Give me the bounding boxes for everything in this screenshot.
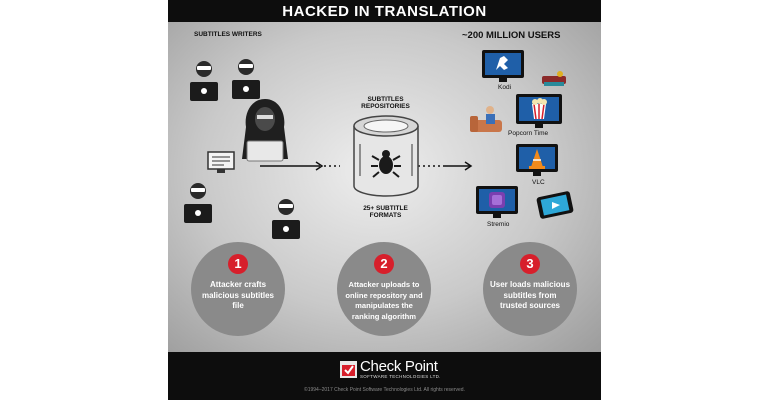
step-2-text: Attacker uploads to online repository an… bbox=[345, 280, 423, 321]
step-1-circle: 1 Attacker crafts malicious subtitles fi… bbox=[191, 242, 285, 336]
stremio-label: Stremio bbox=[487, 221, 510, 228]
footer-bar bbox=[168, 352, 601, 400]
users-label: ~200 MILLION USERS bbox=[462, 30, 561, 41]
kodi-tv-icon bbox=[482, 50, 524, 82]
cinema-seats-icon bbox=[542, 71, 566, 86]
couch-viewer-icon bbox=[470, 106, 502, 132]
step-1-text: Attacker crafts malicious subtitles file bbox=[201, 280, 275, 310]
step-3-number: 3 bbox=[520, 254, 540, 274]
stremio-tv-icon bbox=[476, 186, 518, 218]
bug-icon bbox=[371, 150, 401, 178]
writer-at-laptop-icon bbox=[184, 183, 212, 223]
step-2-circle: 2 Attacker uploads to online repository … bbox=[337, 242, 431, 336]
check-point-logo-text: Check Point bbox=[360, 358, 438, 375]
check-point-logo-subtitle: SOFTWARE TECHNOLOGIES LTD. bbox=[360, 374, 441, 379]
repositories-label: SUBTITLES REPOSITORIES bbox=[361, 96, 410, 110]
vlc-label: VLC bbox=[532, 179, 545, 186]
step-2-number: 2 bbox=[374, 254, 394, 274]
writer-at-laptop-icon bbox=[232, 59, 260, 99]
popcorn-time-label: Popcorn Time bbox=[508, 130, 549, 137]
hooded-attacker-icon bbox=[242, 99, 288, 162]
popcorn-tv-icon bbox=[516, 94, 562, 128]
tablet-play-icon bbox=[536, 191, 574, 219]
arrow-to-repository bbox=[260, 161, 340, 171]
subtitle-file-icon bbox=[207, 151, 235, 173]
diagram-panel: SUBTITLES WRITERS ~200 MILLION USERS bbox=[168, 22, 601, 352]
infographic-poster: HACKED IN TRANSLATION SUBTITLES WRITERS … bbox=[168, 0, 601, 400]
vlc-tv-icon bbox=[516, 144, 558, 176]
formats-label: 25+ SUBTITLE FORMATS bbox=[363, 205, 408, 219]
page-title: HACKED IN TRANSLATION bbox=[168, 0, 601, 22]
step-3-circle: 3 User loads malicious subtitles from tr… bbox=[483, 242, 577, 336]
kodi-label: Kodi bbox=[498, 84, 512, 91]
step-3-text: User loads malicious subtitles from trus… bbox=[489, 280, 571, 310]
step-1-number: 1 bbox=[228, 254, 248, 274]
arrow-to-users bbox=[413, 161, 473, 171]
writer-at-laptop-icon bbox=[190, 61, 218, 101]
copyright-text: ©1994–2017 Check Point Software Technolo… bbox=[304, 387, 465, 393]
subtitles-writers-label: SUBTITLES WRITERS bbox=[194, 31, 262, 38]
check-point-logo-icon bbox=[340, 361, 357, 378]
writer-at-laptop-icon bbox=[272, 199, 300, 239]
